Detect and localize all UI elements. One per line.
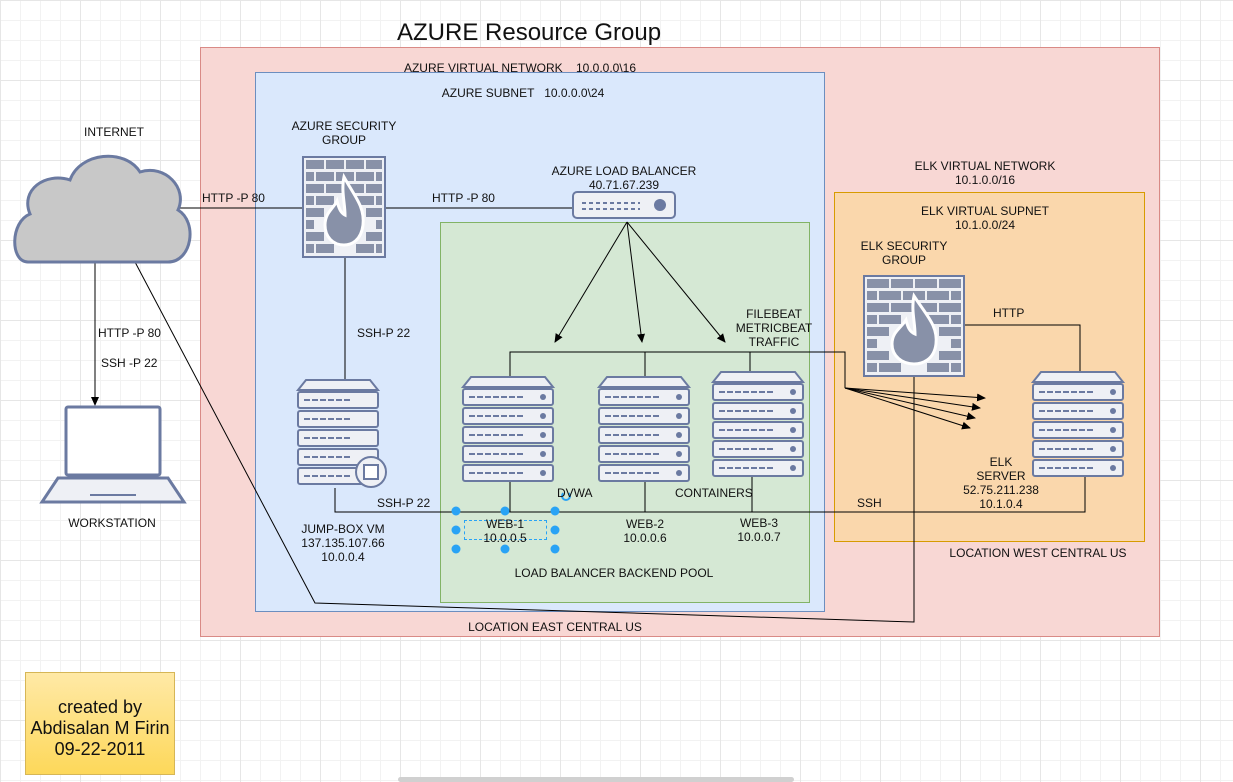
edge-jumpbox-bus	[334, 472, 1086, 513]
label-internet: INTERNET	[84, 125, 144, 139]
cloud-icon	[13, 154, 192, 264]
server-icon-elk	[1030, 371, 1126, 477]
label-elk-subnet: ELK VIRTUAL SUPNET 10.1.0.0/24	[920, 204, 1050, 232]
rotate-handle-icon[interactable]	[561, 491, 571, 501]
selection-box[interactable]	[464, 520, 547, 540]
edge-lb-web1	[554, 221, 628, 343]
firewall-icon-elk	[863, 275, 965, 377]
selection-handle[interactable]	[500, 544, 510, 554]
label-azure-sg: AZURE SECURITY GROUP	[291, 119, 397, 147]
label-edge-ws-ssh: SSH -P 22	[101, 356, 158, 370]
label-elk-ssh: SSH	[857, 496, 882, 510]
diagram-title: AZURE Resource Group	[397, 19, 662, 46]
label-elk-http: HTTP	[993, 306, 1025, 320]
label-load-balancer: AZURE LOAD BALANCER 40.71.67.239	[551, 164, 697, 192]
server-icon-web2	[596, 376, 692, 482]
laptop-icon	[39, 405, 187, 504]
selection-handle[interactable]	[550, 544, 560, 554]
selection-handle[interactable]	[451, 544, 461, 554]
horizontal-scrollbar[interactable]	[398, 777, 794, 782]
selection-handle[interactable]	[550, 525, 560, 535]
label-backend-pool: LOAD BALANCER BACKEND POOL	[514, 566, 714, 580]
firewall-icon-azure	[302, 156, 386, 258]
label-edge-sg-jumpbox: SSH-P 22	[357, 326, 411, 340]
label-containers: CONTAINERS	[675, 486, 753, 500]
selection-handle[interactable]	[451, 506, 461, 516]
label-jumpbox: JUMP-BOX VM 137.135.107.66 10.0.0.4	[301, 522, 385, 564]
label-west-location: LOCATION WEST CENTRAL US	[949, 546, 1127, 560]
server-icon-web1	[460, 376, 556, 482]
edge-internet-elk-sg	[134, 261, 915, 623]
label-elk-server: ELK SERVER 52.75.211.238 10.1.0.4	[963, 455, 1039, 511]
label-dvwa: DVWA	[557, 486, 593, 500]
label-elk-sg: ELK SECURITY GROUP	[860, 239, 948, 267]
edge-web-bus	[509, 351, 846, 388]
label-edge-jumpbox-web: SSH-P 22	[377, 496, 431, 510]
label-beats: FILEBEAT METRICBEAT TRAFFIC	[735, 307, 813, 349]
load-balancer-icon	[572, 191, 676, 219]
edge-lb-web3	[626, 221, 726, 343]
label-web1: WEB-1 10.0.0.5	[483, 517, 527, 545]
label-edge-internet-sg: HTTP -P 80	[202, 191, 265, 205]
label-edge-sg-lb: HTTP -P 80	[432, 191, 495, 205]
label-azure-subnet: AZURE SUBNET 10.0.0.0\24	[441, 86, 605, 100]
label-east-location: LOCATION EAST CENTRAL US	[468, 620, 642, 634]
label-web2: WEB-2 10.0.0.6	[623, 517, 667, 545]
selection-handle[interactable]	[451, 525, 461, 535]
selection-handle[interactable]	[500, 506, 510, 516]
server-icon-web3	[710, 371, 806, 477]
label-azure-vnet: AZURE VIRTUAL NETWORK 10.0.0.0\16	[403, 61, 637, 75]
label-web3: WEB-3 10.0.0.7	[737, 516, 781, 544]
selection-handle[interactable]	[550, 506, 560, 516]
label-elk-vnet: ELK VIRTUAL NETWORK 10.1.0.0/16	[914, 159, 1056, 187]
credit-note[interactable]: created by Abdisalan M Firin 09-22-2011	[25, 672, 175, 775]
edge-elk-http	[963, 324, 1081, 372]
server-icon-jumpbox	[295, 379, 387, 488]
label-workstation: WORKSTATION	[68, 516, 156, 530]
label-edge-ws-http: HTTP -P 80	[98, 326, 161, 340]
edge-lb-web2	[626, 221, 645, 343]
